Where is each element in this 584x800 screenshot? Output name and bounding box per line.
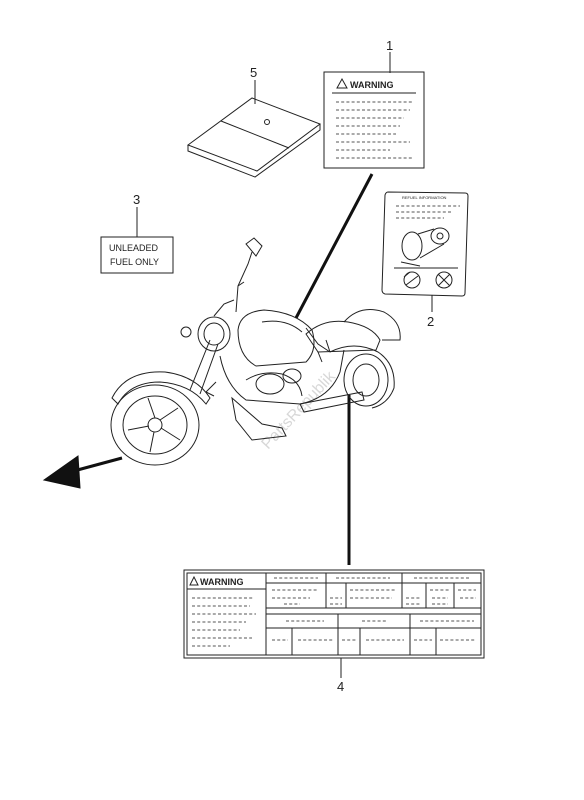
callout-5: 5 bbox=[250, 65, 257, 80]
pointer-line-1 bbox=[294, 173, 374, 319]
front-direction-arrow-icon bbox=[42, 455, 123, 489]
fuel-label-line1: UNLEADED bbox=[109, 243, 159, 253]
part-3-fuel-label[interactable]: UNLEADED FUEL ONLY bbox=[100, 236, 174, 274]
callout-2: 2 bbox=[427, 314, 434, 329]
part-5-manual[interactable] bbox=[186, 97, 322, 178]
callout-3: 3 bbox=[133, 192, 140, 207]
fuel-label-line2: FUEL ONLY bbox=[110, 257, 159, 267]
warning-text-lines bbox=[192, 597, 256, 647]
spec-table bbox=[266, 573, 481, 655]
motorcycle-illustration bbox=[110, 237, 401, 466]
refuel-info-title: REFUEL INFORMATION bbox=[402, 195, 447, 200]
callout-4: 4 bbox=[337, 679, 344, 694]
warning-triangle-icon bbox=[336, 77, 348, 89]
warning-triangle-icon bbox=[189, 575, 199, 586]
part-4-warning-table-label[interactable]: WARNING bbox=[183, 569, 485, 659]
part-2-refuel-label[interactable]: REFUEL INFORMATION bbox=[381, 191, 469, 297]
warning-text: WARNING bbox=[200, 577, 244, 587]
callout-1: 1 bbox=[386, 38, 393, 53]
refuel-nozzle-icons bbox=[403, 271, 453, 289]
warning-text-lines bbox=[336, 101, 414, 159]
fuel-cap-icon bbox=[400, 227, 450, 267]
warning-text: WARNING bbox=[350, 80, 394, 90]
part-1-warning-label[interactable]: WARNING bbox=[323, 71, 425, 169]
